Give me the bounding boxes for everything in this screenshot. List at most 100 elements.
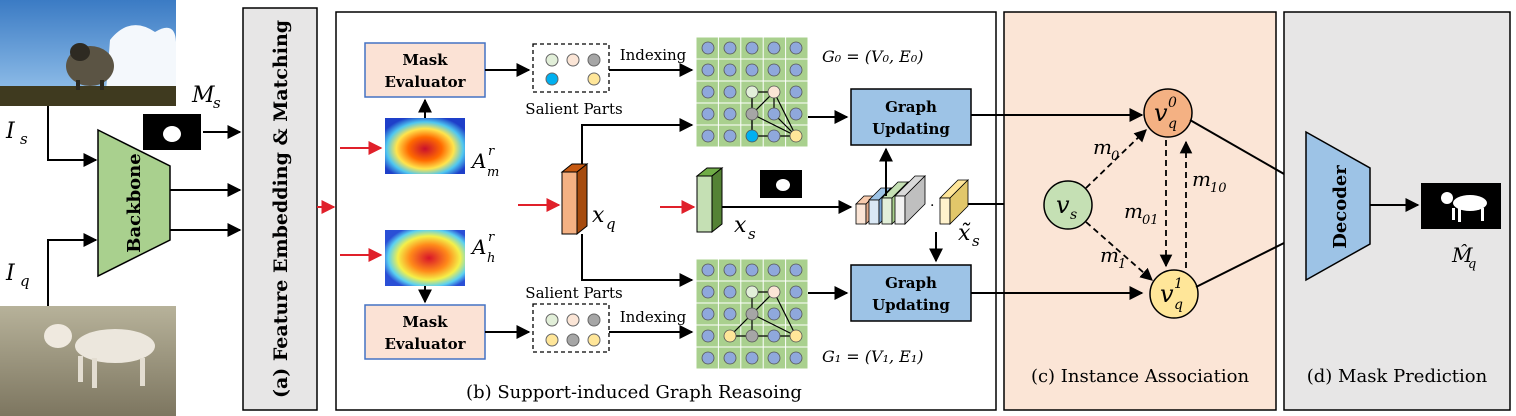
xs-label: x s xyxy=(734,213,756,243)
graph-grid-bottom xyxy=(695,258,809,370)
node-vs: v s xyxy=(1043,180,1093,230)
panel-d-caption: (d) Mask Prediction xyxy=(1307,366,1488,387)
svg-text:Mask: Mask xyxy=(402,313,448,331)
graph-updating-top: Graph Updating xyxy=(850,88,972,146)
predicted-mask xyxy=(1421,183,1501,229)
svg-text:Updating: Updating xyxy=(872,296,950,314)
svg-text:q: q xyxy=(606,215,616,233)
graph-updating-bottom: Graph Updating xyxy=(850,264,972,322)
graph-node xyxy=(767,263,781,277)
node-vq1: v 1 q xyxy=(1149,269,1199,319)
support-mask-small xyxy=(760,170,802,198)
svg-text:(a) Feature Embedding & Matchi: (a) Feature Embedding & Matching xyxy=(270,20,292,398)
graph-node xyxy=(701,329,715,343)
support-feature-xs xyxy=(695,166,724,234)
svg-text:Evaluator: Evaluator xyxy=(384,335,466,353)
svg-text:s: s xyxy=(213,94,221,112)
support-to-backbone-arrow xyxy=(47,106,98,167)
svg-text:Evaluator: Evaluator xyxy=(384,73,466,91)
graph-node xyxy=(767,329,781,343)
graph-node xyxy=(789,307,803,321)
xq-label: x q xyxy=(592,203,616,233)
graph-node xyxy=(789,63,803,77)
svg-text:s: s xyxy=(972,232,980,250)
svg-text:M̂: M̂ xyxy=(1451,243,1473,267)
svg-text:q: q xyxy=(1174,297,1183,313)
graph-node xyxy=(723,351,737,365)
graph-node xyxy=(789,41,803,55)
graph-node xyxy=(745,129,759,143)
graph-node xyxy=(701,63,715,77)
svg-text:Graph: Graph xyxy=(885,274,937,292)
graph-node xyxy=(701,307,715,321)
svg-text:10: 10 xyxy=(1210,181,1227,196)
svg-text:r: r xyxy=(488,230,495,245)
edge-m1 xyxy=(1085,221,1153,281)
graph-node xyxy=(701,129,715,143)
query-image-label: I q xyxy=(5,261,30,290)
svg-text:0: 0 xyxy=(1111,149,1119,164)
edge-m0-label: m 0 xyxy=(1093,135,1119,164)
svg-text:r: r xyxy=(488,144,495,159)
svg-text:v: v xyxy=(1056,191,1070,219)
graph-node xyxy=(723,129,737,143)
graph-node xyxy=(701,107,715,121)
graph-node xyxy=(767,107,781,121)
svg-text:Mask: Mask xyxy=(402,51,448,69)
svg-text:M: M xyxy=(191,83,215,108)
graph-node xyxy=(701,351,715,365)
graph-node xyxy=(789,107,803,121)
svg-text:Updating: Updating xyxy=(872,120,950,138)
graph-node xyxy=(789,329,803,343)
svg-text:v: v xyxy=(1160,280,1174,308)
svg-text:m: m xyxy=(1100,243,1119,267)
svg-text:h: h xyxy=(487,251,495,266)
graph-node xyxy=(767,285,781,299)
panel-a-feature-embedding: (a) Feature Embedding & Matching xyxy=(242,7,318,411)
support-image-label: I s xyxy=(5,119,28,148)
graph-node xyxy=(745,63,759,77)
support-image xyxy=(0,0,176,106)
graph-node xyxy=(745,263,759,277)
decoder-block: Decoder xyxy=(1305,130,1371,282)
graph-node xyxy=(789,285,803,299)
salient-parts-bottom: Salient Parts xyxy=(525,284,623,353)
attention-m-label: A r m xyxy=(470,144,499,180)
vq0-to-decoder-arrow xyxy=(1189,119,1300,183)
graph-node xyxy=(767,85,781,99)
svg-text:s: s xyxy=(20,130,28,148)
part-features-stack: · · xyxy=(855,175,969,225)
node-vq0: v 0 q xyxy=(1143,88,1193,138)
xq-to-grid-bottom-arrow xyxy=(581,234,694,287)
graph-node xyxy=(701,85,715,99)
graph-edge xyxy=(773,91,797,137)
graph-node xyxy=(723,41,737,55)
svg-text:I: I xyxy=(5,119,16,144)
svg-text:x: x xyxy=(734,213,747,238)
svg-text:Graph: Graph xyxy=(885,98,937,116)
graph-node xyxy=(745,107,759,121)
graph-node xyxy=(723,85,737,99)
edge-m0 xyxy=(1085,129,1147,189)
svg-text:Backbone: Backbone xyxy=(124,153,145,252)
graph-node xyxy=(701,263,715,277)
svg-text:A: A xyxy=(470,235,486,259)
graph-node xyxy=(723,329,737,343)
panel-c-caption: (c) Instance Association xyxy=(1031,366,1250,387)
graph-grid-top xyxy=(695,36,809,148)
svg-text:m: m xyxy=(1192,167,1211,191)
graph-g1-label: G₁ = (V₁, E₁) xyxy=(822,347,924,366)
svg-text:q: q xyxy=(1168,116,1177,132)
graph-node xyxy=(723,285,737,299)
graph-node xyxy=(789,263,803,277)
graph-node xyxy=(767,63,781,77)
svg-text:s: s xyxy=(1070,207,1077,223)
svg-text:0: 0 xyxy=(1168,95,1177,111)
svg-text:Decoder: Decoder xyxy=(1330,165,1351,249)
graph-node xyxy=(723,107,737,121)
graph-node xyxy=(789,129,803,143)
svg-text:Salient Parts: Salient Parts xyxy=(525,100,622,118)
svg-text:q: q xyxy=(20,272,30,290)
edge-m10-label: m 10 xyxy=(1192,167,1227,196)
svg-text:01: 01 xyxy=(1142,213,1159,228)
